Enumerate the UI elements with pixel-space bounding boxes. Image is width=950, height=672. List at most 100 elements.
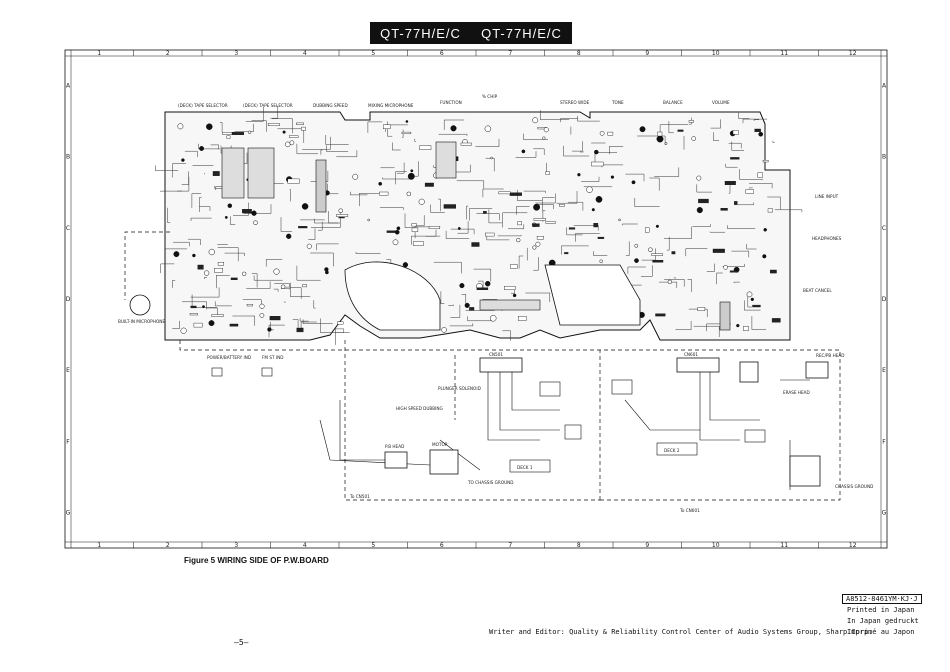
solder-pad bbox=[599, 130, 605, 136]
component-body bbox=[536, 235, 544, 240]
solder-pad bbox=[405, 120, 409, 123]
pcb-trace bbox=[433, 261, 462, 274]
label-tone: TONE bbox=[611, 100, 624, 105]
pcb-trace bbox=[571, 141, 583, 152]
pcb-trace bbox=[733, 281, 740, 284]
solder-pad bbox=[484, 125, 492, 133]
component-body bbox=[509, 192, 522, 196]
pcb-trace bbox=[199, 197, 202, 212]
component-body bbox=[671, 251, 676, 255]
grid-column-label: 5 bbox=[371, 542, 375, 549]
pcb-trace bbox=[217, 247, 239, 262]
solder-pad bbox=[639, 126, 646, 133]
component-body bbox=[211, 314, 224, 317]
component-body bbox=[190, 305, 197, 309]
pcb-trace bbox=[687, 279, 692, 292]
component-body bbox=[607, 131, 614, 136]
solder-pad bbox=[208, 248, 215, 256]
pcb-trace bbox=[273, 288, 279, 292]
pcb-trace bbox=[535, 193, 556, 204]
pcb-trace bbox=[328, 211, 339, 224]
grid-row-label: B bbox=[882, 154, 886, 161]
board-cutout-left bbox=[344, 261, 441, 331]
component-body bbox=[424, 182, 434, 187]
component-body bbox=[296, 122, 304, 125]
pcb-trace bbox=[561, 245, 589, 255]
component-body bbox=[411, 223, 417, 227]
solder-pad bbox=[723, 264, 728, 270]
pcb-trace bbox=[485, 157, 495, 172]
pcb-trace bbox=[749, 183, 773, 189]
pcb-trace bbox=[204, 277, 207, 279]
pcb-trace bbox=[738, 112, 750, 119]
pcb-trace bbox=[173, 241, 190, 247]
component-body bbox=[460, 142, 472, 146]
grid-column-label: 2 bbox=[166, 50, 170, 57]
grid-column-label: 9 bbox=[645, 542, 649, 549]
label-power-ind: POWER/BATTERY IND bbox=[207, 355, 251, 360]
pcb-trace bbox=[533, 148, 545, 155]
solder-pad bbox=[173, 251, 180, 258]
label-motor: MOTOR bbox=[432, 442, 448, 447]
pcb-trace bbox=[508, 224, 525, 230]
solder-pad bbox=[202, 305, 205, 309]
grid-row-label: G bbox=[66, 509, 71, 516]
solder-pad bbox=[459, 283, 465, 289]
label-chassis-ground-2: CHASSIS GROUND bbox=[835, 484, 873, 489]
component-body bbox=[246, 304, 253, 307]
grid-row-label: D bbox=[882, 296, 887, 303]
solder-pad bbox=[392, 239, 399, 246]
pcb-trace bbox=[475, 138, 500, 147]
component-body bbox=[267, 123, 280, 126]
component-body bbox=[336, 214, 349, 217]
component-body bbox=[752, 304, 761, 308]
component-body bbox=[677, 129, 684, 132]
solder-pad bbox=[542, 136, 546, 140]
pcb-trace bbox=[326, 145, 349, 152]
ird-box bbox=[789, 455, 821, 487]
figure-caption: Figure 5 WIRING SIDE OF P.W.BOARD bbox=[184, 556, 329, 565]
pcb-trace bbox=[440, 291, 445, 304]
pcb-trace bbox=[560, 118, 579, 123]
solder-pad bbox=[301, 203, 309, 210]
label-headphones: HEADPHONES bbox=[812, 236, 842, 241]
pcb-trace bbox=[310, 252, 334, 267]
component-body bbox=[483, 211, 487, 214]
solder-pad bbox=[378, 181, 383, 186]
solder-pad bbox=[512, 293, 517, 298]
pcb-trace bbox=[280, 217, 293, 232]
pcb-trace bbox=[675, 321, 692, 330]
pcb-trace bbox=[685, 248, 708, 257]
pcb-trace bbox=[246, 281, 271, 289]
pcb-trace bbox=[198, 143, 220, 150]
solder-pad bbox=[247, 130, 252, 134]
component-body bbox=[517, 221, 522, 226]
grid-row-label: C bbox=[66, 225, 70, 232]
grid-column-label: 6 bbox=[440, 542, 444, 549]
solder-pad bbox=[206, 123, 213, 130]
pcb-trace bbox=[251, 120, 267, 132]
grid-row-label: A bbox=[882, 83, 887, 90]
component-body bbox=[510, 264, 518, 269]
pcb-trace bbox=[753, 119, 760, 121]
component-body bbox=[485, 232, 495, 237]
pcb-trace bbox=[637, 135, 666, 145]
pcb-trace bbox=[289, 189, 291, 202]
model-title-2: QT-77H/E/C bbox=[481, 25, 562, 41]
pcb-trace bbox=[191, 193, 202, 208]
component-body bbox=[469, 307, 475, 311]
label-chip: % CHIP bbox=[482, 94, 498, 99]
component-body bbox=[242, 208, 252, 214]
pw-board-outline bbox=[164, 111, 791, 341]
pcb-trace bbox=[302, 136, 331, 150]
pcb-trace bbox=[230, 216, 236, 225]
solder-pad bbox=[259, 303, 265, 309]
pcb-trace bbox=[710, 119, 721, 129]
grid-row-label: G bbox=[882, 509, 887, 516]
label-erase-head: ERASE HEAD bbox=[783, 390, 810, 395]
solder-pad bbox=[591, 208, 595, 212]
pcb-trace bbox=[359, 193, 385, 207]
solder-pad bbox=[192, 253, 196, 258]
pcb-trace bbox=[270, 105, 279, 119]
